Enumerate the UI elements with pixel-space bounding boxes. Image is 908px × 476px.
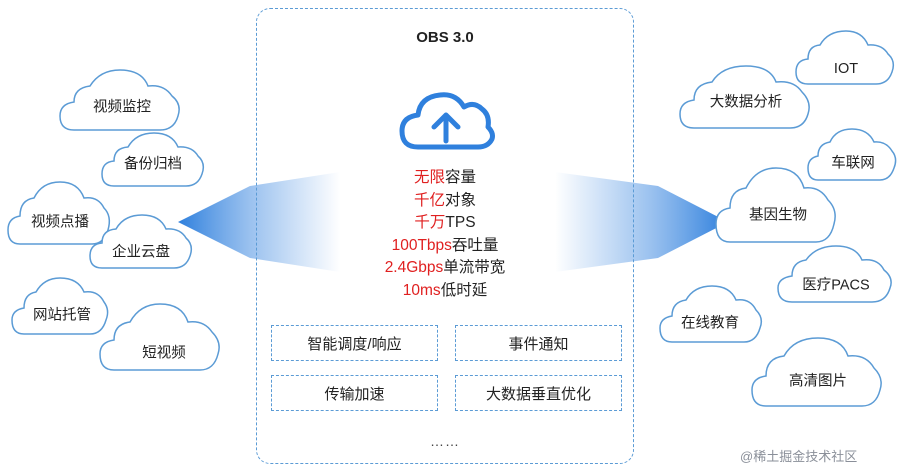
feature-item: 10ms低时延 xyxy=(402,281,488,299)
cloud-label-iov: 车联网 xyxy=(831,155,875,172)
cloud-shape xyxy=(751,337,882,407)
cloud-label-backup-archive: 备份归档 xyxy=(124,156,182,173)
cloud-shape xyxy=(679,65,810,129)
cloud-upload-icon xyxy=(399,92,495,150)
cloud-label-enterprise-drive: 企业云盘 xyxy=(112,244,170,261)
cloud-label-hd-images: 高清图片 xyxy=(789,373,847,390)
cloud-shape xyxy=(715,167,836,243)
cloud-shape xyxy=(89,214,193,269)
capability-transfer-acceleration: 传输加速 xyxy=(271,375,438,411)
right-arrow xyxy=(555,172,728,272)
cloud-label-online-education: 在线教育 xyxy=(681,315,739,332)
cloud-shape xyxy=(7,181,111,245)
cloud-label-vod: 视频点播 xyxy=(31,214,89,231)
cloud-label-short-video: 短视频 xyxy=(142,345,186,362)
watermark: @稀土掘金技术社区 xyxy=(740,449,858,464)
feature-item: 2.4Gbps单流带宽 xyxy=(384,259,506,276)
capability-smart-scheduling: 智能调度/响应 xyxy=(271,325,438,361)
cloud-label-medical-pacs: 医疗PACS xyxy=(802,277,870,294)
cloud-shape xyxy=(101,132,205,187)
cloud-shape xyxy=(11,277,109,335)
left-arrow xyxy=(178,172,340,272)
feature-item: 千万TPS xyxy=(414,214,476,231)
cloud-shape xyxy=(795,30,895,85)
cloud-shape xyxy=(659,285,763,343)
cloud-shape xyxy=(59,69,180,131)
more-ellipsis: …… xyxy=(430,433,460,449)
cloud-label-big-data-analytics: 大数据分析 xyxy=(709,94,783,111)
cloud-label-iot: IOT xyxy=(833,61,859,77)
cloud-shape xyxy=(807,128,897,181)
feature-list: 无限容量 千亿对象 千万TPS 100Tbps吞吐量 2.4Gbps单流带宽 1… xyxy=(257,167,633,302)
panel-title: OBS 3.0 xyxy=(416,29,474,46)
obs-panel: OBS 3.0 无限容量 千亿对象 千万TPS 100Tbps吞吐量 2.4Gb… xyxy=(256,8,634,464)
feature-item: 无限容量 xyxy=(413,169,477,186)
cloud-label-genomics: 基因生物 xyxy=(749,207,807,224)
cloud-shape xyxy=(99,303,220,371)
cloud-shape xyxy=(777,245,892,303)
cloud-label-web-hosting: 网站托管 xyxy=(33,307,91,324)
cloud-label-video-surveillance: 视频监控 xyxy=(93,99,151,116)
feature-item: 100Tbps吞吐量 xyxy=(391,236,499,254)
feature-item: 千亿对象 xyxy=(413,191,477,209)
capability-event-notification: 事件通知 xyxy=(455,325,622,361)
capability-bigdata-optimization: 大数据垂直优化 xyxy=(455,375,622,411)
